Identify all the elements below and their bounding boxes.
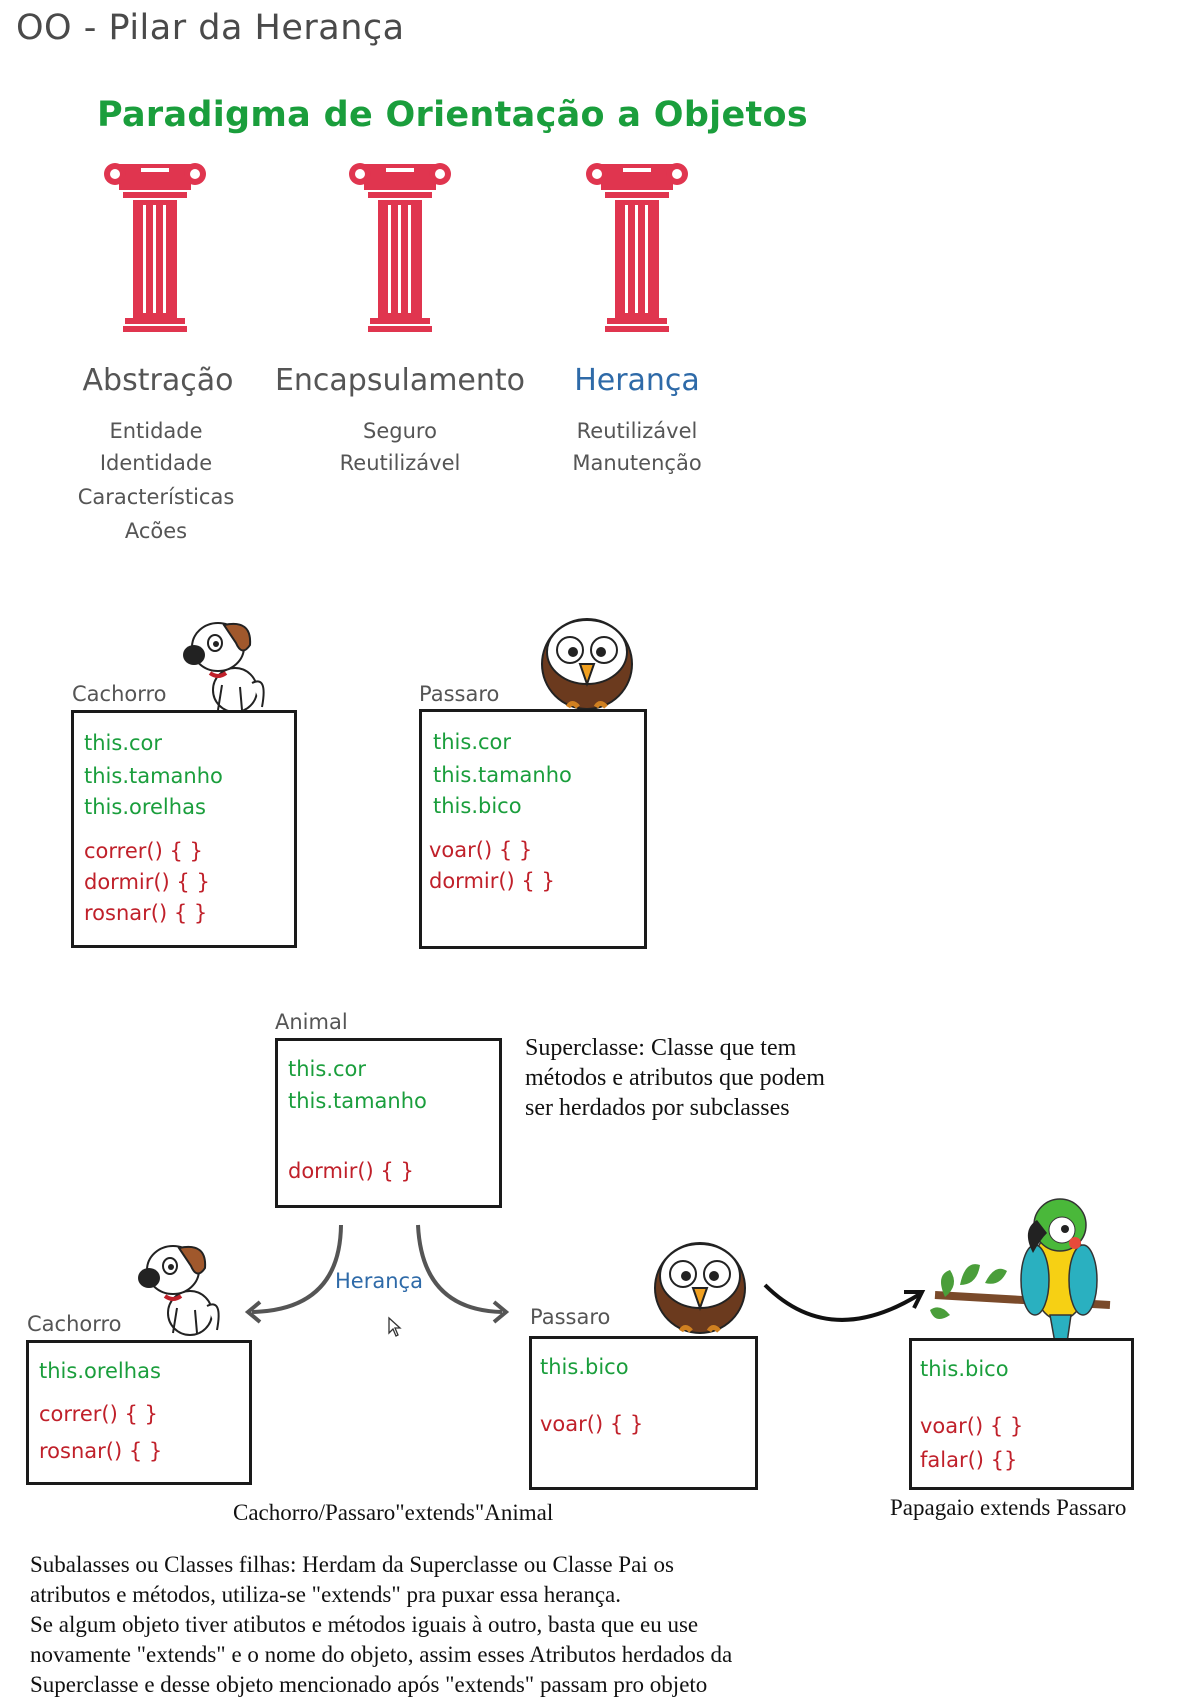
caption-extends-animal: Cachorro/Passaro"extends"Animal xyxy=(233,1500,554,1525)
pillar-item: Características xyxy=(77,485,235,509)
pillar-abstracao-icon xyxy=(104,163,206,332)
method: voar() { } xyxy=(920,1414,1024,1438)
class-box-cachorro: this.cor this.tamanho this.orelhas corre… xyxy=(71,710,297,948)
bird-icon xyxy=(541,618,633,710)
page-title: OO - Pilar da Herança xyxy=(16,8,405,48)
attribute: this.tamanho xyxy=(433,763,572,787)
attribute: this.cor xyxy=(84,731,163,755)
class-label-passaro: Passaro xyxy=(419,682,500,706)
method: dormir() { } xyxy=(288,1159,414,1183)
class-box-passaro-sub: this.bico voar() { } xyxy=(529,1336,758,1490)
note-line: Superclasse: Classe que tem xyxy=(525,1035,797,1061)
pillar-item: Reutilizável xyxy=(339,451,461,475)
pillar-heranca-icon xyxy=(586,163,688,332)
method: correr() { } xyxy=(84,839,203,863)
pillar-item: Reutilizável xyxy=(576,419,698,443)
superclass-note: Superclasse: Classe que tem métodos e at… xyxy=(525,1033,825,1123)
note-line: métodos e atributos que podem xyxy=(525,1065,825,1091)
inheritance-arrows xyxy=(244,1224,510,1324)
method: voar() { } xyxy=(540,1412,644,1436)
attribute: this.bico xyxy=(433,794,522,818)
class-label-cachorro: Cachorro xyxy=(27,1312,122,1336)
explanation-line: Se algum objeto tiver atibutos e métodos… xyxy=(30,1612,699,1637)
pillar-item: Identidade xyxy=(99,451,213,475)
pillar-item: Entidade xyxy=(109,419,203,443)
explanation-line: Subalasses ou Classes filhas: Herdam da … xyxy=(30,1552,674,1577)
dog-icon xyxy=(183,622,265,713)
attribute: this.bico xyxy=(920,1357,1009,1381)
explanation-line: atributos e métodos, utiliza-se "extends… xyxy=(30,1582,622,1607)
pillar-item: Manutenção xyxy=(572,451,702,475)
pillar-encapsulamento-icon xyxy=(349,163,451,332)
attribute: this.orelhas xyxy=(39,1359,161,1383)
pillar-item: Acões xyxy=(124,519,188,543)
method: dormir() { } xyxy=(429,869,555,893)
extends-arrow xyxy=(763,1283,926,1322)
pillar-encapsulamento-name: Encapsulamento xyxy=(274,363,526,398)
attribute: this.bico xyxy=(540,1355,629,1379)
class-box-papagaio: this.bico voar() { } falar() {} xyxy=(909,1338,1134,1490)
inheritance-label: Herança xyxy=(335,1269,423,1293)
cursor-icon xyxy=(388,1316,402,1337)
paradigm-title: Paradigma de Orientação a Objetos xyxy=(97,95,809,135)
class-label-passaro: Passaro xyxy=(530,1305,611,1329)
attribute: this.cor xyxy=(433,730,512,754)
pillars-graphic xyxy=(104,163,688,332)
method: rosnar() { } xyxy=(84,901,208,925)
pillar-abstracao-name: Abstração xyxy=(82,363,234,398)
caption-papagaio: Papagaio extends Passaro xyxy=(890,1495,1127,1520)
parrot-icon xyxy=(930,1198,1111,1344)
method: voar() { } xyxy=(429,838,533,862)
pillar-item: Seguro xyxy=(363,419,437,443)
bird-icon xyxy=(654,1242,746,1334)
note-line: ser herdados por subclasses xyxy=(525,1095,790,1121)
class-label-cachorro: Cachorro xyxy=(72,682,167,706)
class-box-passaro: this.cor this.tamanho this.bico voar() {… xyxy=(419,709,647,949)
class-box-animal: this.cor this.tamanho dormir() { } xyxy=(275,1038,502,1208)
method: dormir() { } xyxy=(84,870,210,894)
pillar-heranca-name: Herança xyxy=(574,363,700,398)
attribute: this.orelhas xyxy=(84,795,206,819)
method: rosnar() { } xyxy=(39,1439,163,1463)
method: correr() { } xyxy=(39,1402,158,1426)
method: falar() {} xyxy=(920,1448,1018,1472)
explanation-line: novamente "extends" e o nome do objeto, … xyxy=(30,1642,733,1667)
attribute: this.tamanho xyxy=(288,1089,427,1113)
class-box-cachorro-sub: this.orelhas correr() { } rosnar() { } xyxy=(26,1340,252,1485)
explanation-text: Subalasses ou Classes filhas: Herdam da … xyxy=(30,1550,1180,1700)
class-label-animal: Animal xyxy=(275,1010,348,1034)
dog-icon xyxy=(138,1245,220,1336)
attribute: this.cor xyxy=(288,1057,367,1081)
explanation-line: Superclasse e desse objeto mencionado ap… xyxy=(30,1672,708,1697)
attribute: this.tamanho xyxy=(84,764,223,788)
